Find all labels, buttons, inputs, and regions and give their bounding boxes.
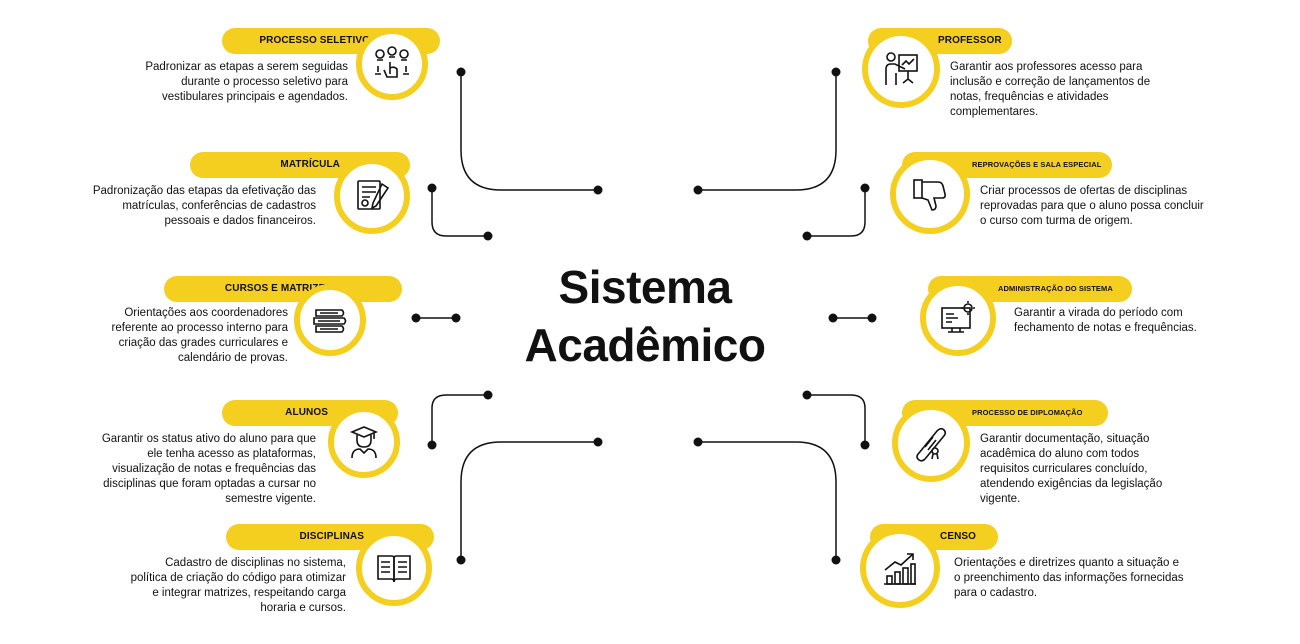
people-selection-icon [375,46,409,78]
form-signature-icon [357,180,390,210]
node-description: Garantir a virada do período com fechame… [1014,307,1197,334]
node-icon-ring [890,154,970,234]
teacher-board-icon [885,52,918,85]
open-book-icon [377,555,411,583]
diploma-scroll-icon [916,427,947,462]
node-description: Criar processos de ofertas de disciplina… [980,185,1204,227]
computer-settings-icon [941,301,975,333]
node-description: Orientações e diretrizes quanto a situaç… [954,557,1184,599]
connector-processo-seletivo [460,72,598,191]
growth-chart-icon [884,553,916,585]
title-line-1: Sistema [558,261,732,313]
connector-professor [698,72,837,191]
books-stack-icon [313,309,347,333]
connector-matricula [431,188,488,237]
node-description: Padronização das etapas da efetivação da… [92,185,316,227]
connector-censo [698,441,837,560]
node-icon-ring [328,406,400,478]
thumbs-down-icon [913,179,946,211]
graduate-student-icon [349,426,379,459]
node-description: Cadastro de disciplinas no sistema, polí… [130,557,346,614]
node-icon-ring [860,528,940,608]
node-icon-ring [892,404,970,482]
node-description: Orientações aos coordenadores referente … [111,307,288,364]
node-icon-ring [920,280,996,356]
node-description: Padronizar as etapas a serem seguidas du… [145,61,348,103]
connector-diplomacao [807,394,866,445]
node-icon-ring [356,28,428,100]
node-icon-ring [334,158,410,234]
node-label-pill: CURSOS E MATRIZES [164,276,402,302]
node-description: Garantir documentação, situação acadêmic… [980,433,1163,505]
node-icon-ring [862,30,940,108]
node-icon-ring [356,530,432,606]
node-icon-ring [294,284,366,356]
node-description: Garantir aos professores acesso para inc… [950,61,1151,118]
connector-disciplinas [460,441,598,560]
connector-reprovacoes [807,188,866,237]
diagram-title: Sistema Acadêmico [490,258,800,374]
connector-alunos [431,394,488,445]
node-description: Garantir os status ativo do aluno para q… [101,433,316,505]
title-line-2: Acadêmico [524,319,766,371]
